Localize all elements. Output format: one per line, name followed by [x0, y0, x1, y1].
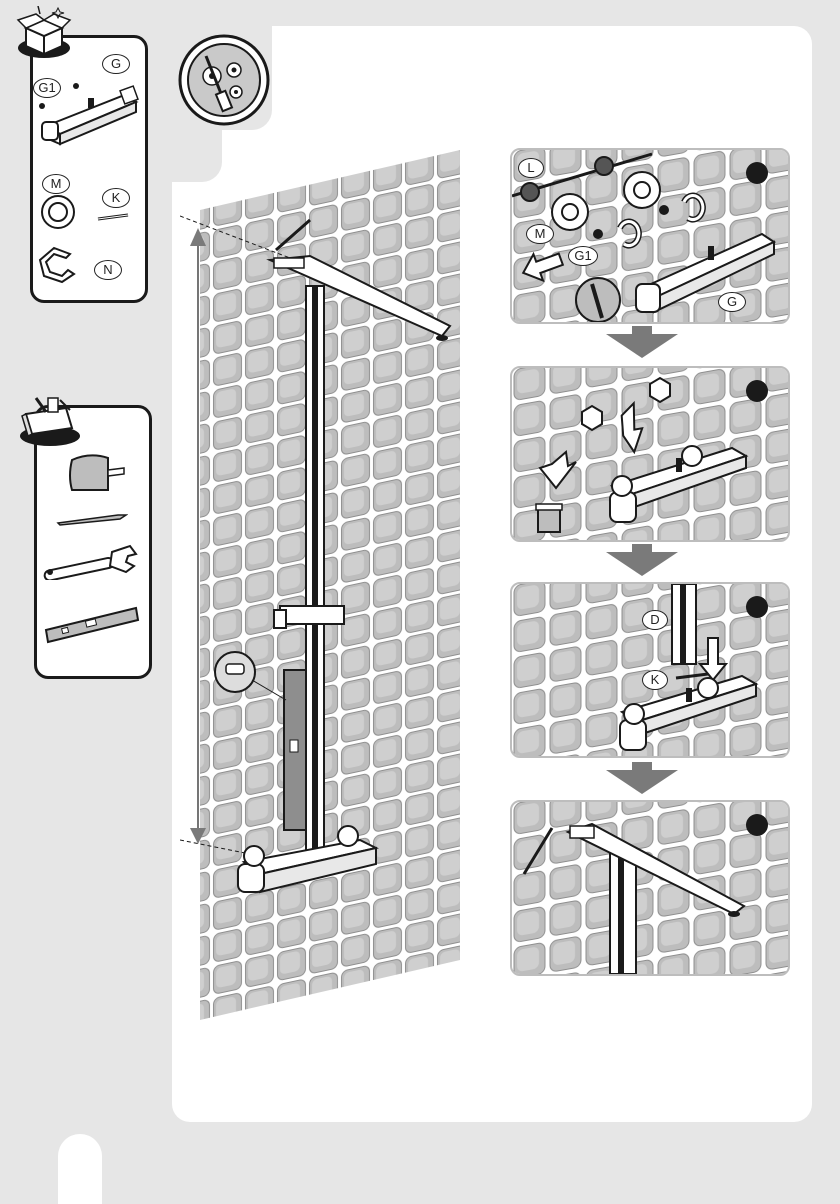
- part-label-n: N: [94, 260, 122, 280]
- tape-measure-icon: [64, 450, 126, 496]
- page-tab: [58, 1134, 102, 1204]
- wrench-icon: [40, 540, 140, 580]
- toolbox-icon: [16, 394, 82, 450]
- step-arrow-1: [606, 326, 678, 358]
- pencil-icon: [56, 512, 128, 526]
- step-1-label-l: L: [518, 158, 544, 178]
- step-1-marker: [746, 162, 768, 184]
- mixer-valve-part: [36, 82, 140, 152]
- step-3-marker: [746, 596, 768, 618]
- step-4-marker: [746, 814, 768, 836]
- open-box-icon: [14, 6, 74, 60]
- gears-screwdriver-icon: [178, 34, 270, 126]
- allen-key-part: [96, 210, 132, 222]
- step-1-label-g1: G1: [568, 246, 598, 266]
- bracket-part: [36, 244, 78, 284]
- step-2-marker: [746, 380, 768, 402]
- step-1-label-g: G: [718, 292, 746, 312]
- step-3-label-d: D: [642, 610, 668, 630]
- trash-bin-icon: [536, 504, 564, 534]
- step-arrow-2: [606, 544, 678, 576]
- step-3-panel: D K: [510, 582, 790, 758]
- installation-illustration: [180, 140, 480, 1020]
- step-1-label-m: M: [526, 224, 554, 244]
- step-arrow-3: [606, 762, 678, 794]
- step-1-panel: L M G1 G: [510, 148, 790, 324]
- step-4-panel: [510, 800, 790, 976]
- rosette-part: [40, 194, 76, 230]
- part-label-k: K: [102, 188, 130, 208]
- tiled-wall-drawing: [180, 140, 480, 1020]
- step-3-label-k: K: [642, 670, 668, 690]
- part-label-g: G: [102, 54, 130, 74]
- part-label-m: M: [42, 174, 70, 194]
- step-2-panel: [510, 366, 790, 542]
- spirit-level-icon: [42, 600, 142, 646]
